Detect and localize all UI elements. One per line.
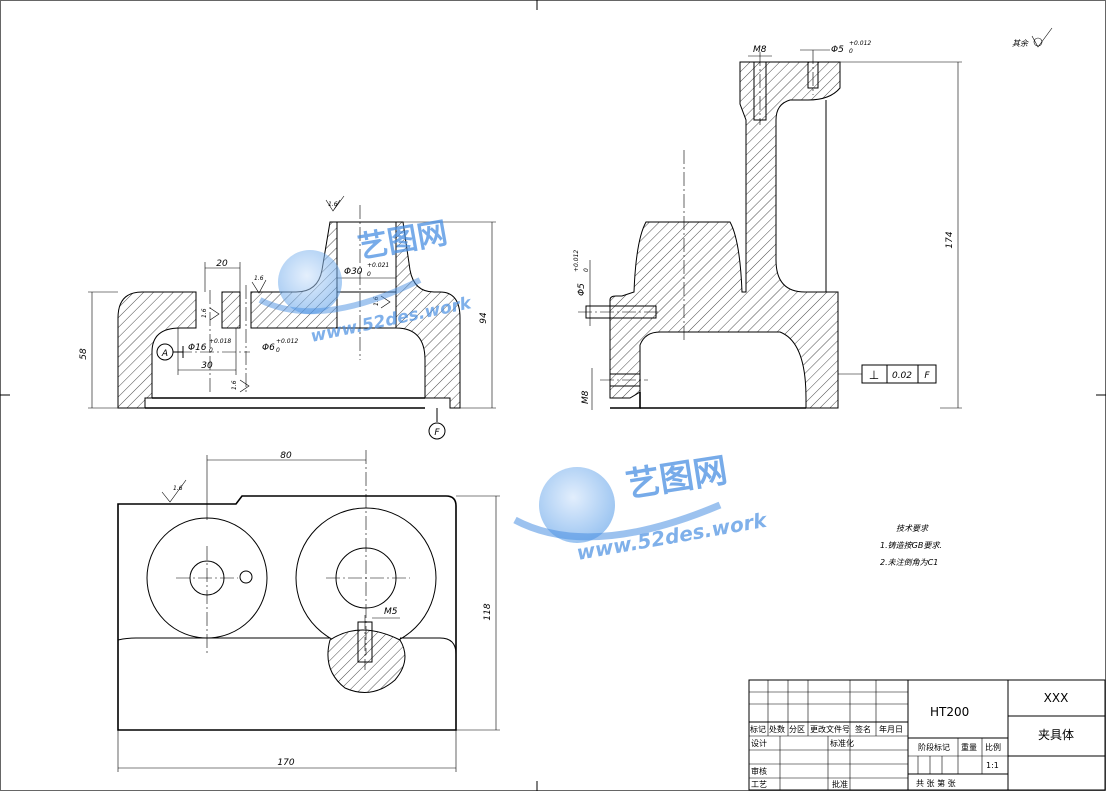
hdr-mark: 标记 — [750, 724, 766, 734]
technical-requirements: 技术要求 1.铸造按GB要求. 2.未注倒角为C1 — [880, 524, 942, 567]
hdr-sign: 签名 — [855, 724, 871, 734]
top-outline — [117, 495, 457, 731]
side-column — [609, 61, 841, 409]
ra-hole: 1.6 — [201, 308, 208, 318]
tech-note-2: 2.未注倒角为C1 — [880, 558, 938, 567]
hdr-zone: 分区 — [789, 725, 805, 734]
dim-w170: 170 — [277, 758, 294, 768]
side-view: M8 Φ5 +0.012 0 174 Φ5 +0.012 0 M8 ⊥ 0.02… — [573, 40, 962, 410]
label-weight: 重量 — [961, 742, 977, 752]
watermark-1-name: 艺图网 — [355, 216, 450, 266]
tech-notes-title: 技术要求 — [896, 524, 929, 533]
hdr-change-doc: 更改文件号 — [810, 724, 850, 734]
dim-d30-tol: +0.021 — [367, 262, 389, 269]
dim-d5-top: Φ5 — [831, 45, 844, 55]
ra-bottom: 1.6 — [231, 380, 238, 390]
label-stage-mark: 阶段标记 — [918, 742, 950, 752]
dim-w80: 80 — [280, 451, 292, 461]
dim-d5-left-tol: +0.012 — [573, 250, 580, 272]
dim-d30-tol-low: 0 — [367, 271, 371, 278]
label-process: 工艺 — [751, 780, 767, 789]
geometric-tolerance-frame: ⊥ 0.02 F — [838, 364, 937, 384]
watermark-globe-icon — [278, 250, 342, 314]
dim-w30: 30 — [201, 361, 213, 371]
dim-m8-left: M8 — [581, 390, 591, 404]
datum-f-circle — [428, 422, 446, 440]
hdr-date: 年月日 — [879, 724, 903, 734]
label-approve: 批准 — [832, 779, 848, 789]
tol-datum: F — [924, 371, 930, 381]
dim-d5-top-tol-low: 0 — [849, 48, 853, 55]
scale-value: 1:1 — [986, 761, 999, 770]
watermark-2: 艺图网 www.52des.work — [513, 450, 770, 565]
top-view: 80 1.6 M5 118 170 — [117, 450, 500, 772]
dim-d16: Φ16 — [188, 343, 207, 353]
dim-m8-top: M8 — [753, 45, 767, 55]
top-section-local — [327, 629, 406, 693]
dim-h118: 118 — [483, 603, 493, 620]
label-standardize: 标准化 — [830, 738, 854, 748]
dim-d5-left-tol-low: 0 — [583, 268, 590, 272]
front-body-left — [117, 291, 197, 409]
watermark-globe-icon — [539, 467, 615, 543]
datum-a-label: A — [161, 349, 168, 359]
pin-hole — [239, 570, 253, 584]
tol-value: 0.02 — [892, 371, 912, 381]
dim-d5-left: Φ5 — [577, 283, 587, 296]
dim-d16-tol: +0.018 — [209, 338, 231, 345]
hdr-count: 处数 — [769, 724, 785, 734]
sheet-info: 共 张 第 张 — [916, 778, 956, 788]
label-design: 设计 — [751, 738, 767, 748]
label-scale: 比例 — [985, 742, 1001, 752]
watermark-2-name: 艺图网 — [623, 450, 730, 505]
label-review: 审核 — [751, 766, 767, 776]
dim-d30: Φ30 — [344, 267, 363, 277]
roughness-note: 其余 — [1012, 27, 1053, 48]
dim-d5-top-tol: +0.012 — [849, 40, 871, 47]
dim-d16-tol-low: 0 — [209, 347, 213, 354]
datum-f-label: F — [434, 428, 440, 438]
roughness-label: 其余 — [1012, 39, 1029, 48]
part-name: 夹具体 — [1038, 728, 1074, 742]
dim-d6: Φ6 — [262, 343, 275, 353]
dim-h94: 94 — [479, 312, 489, 324]
ra-left: 1.6 — [254, 275, 264, 282]
dim-m5: M5 — [384, 607, 398, 617]
dim-h174: 174 — [945, 231, 955, 248]
dim-d6-tol-low: 0 — [276, 347, 280, 354]
ra-top-view: 1.6 — [173, 485, 183, 492]
title-block: HT200 XXX 夹具体 标记 处数 分区 更改文件号 签名 年月日 设计 标… — [748, 679, 1106, 791]
ra-top: 1.6 — [328, 201, 338, 208]
dim-d6-tol: +0.012 — [276, 338, 298, 345]
front-body-web — [221, 291, 241, 329]
material: HT200 — [930, 705, 969, 719]
tech-note-1: 1.铸造按GB要求. — [880, 541, 942, 550]
dim-h58: 58 — [79, 348, 89, 360]
tol-symbol: ⊥ — [869, 368, 879, 382]
dim-w20: 20 — [216, 259, 228, 269]
drawing-code: XXX — [1044, 691, 1069, 705]
